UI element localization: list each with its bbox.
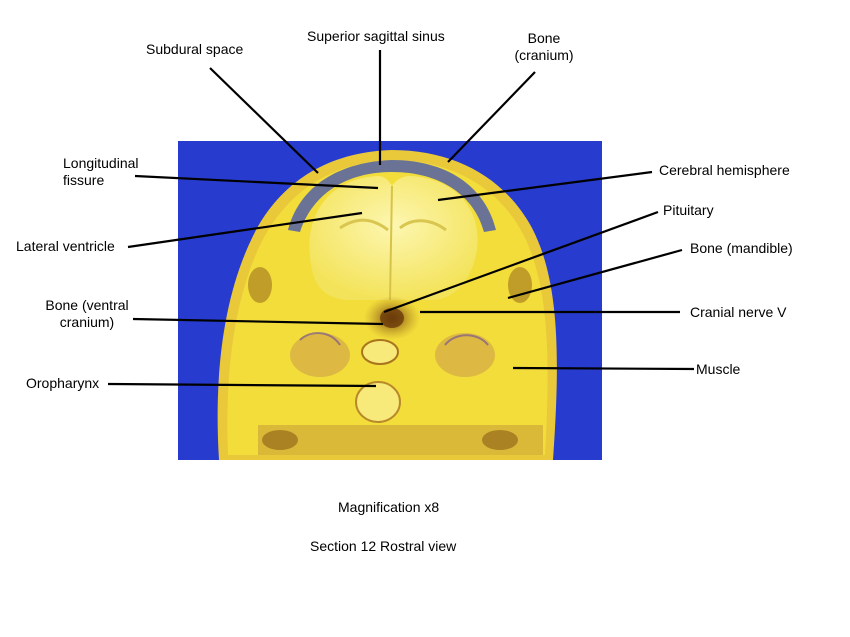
label-subdural-space: Subdural space <box>146 41 244 57</box>
leader-lateral-ventricle <box>127 211 363 249</box>
label-bone-ventral-cranium-line2: cranium) <box>59 314 115 330</box>
label-cranial-nerve-v: Cranial nerve V <box>690 304 787 320</box>
leader-cerebral-hemisphere <box>437 170 653 202</box>
label-bone-cranium-line2: (cranium) <box>514 47 574 63</box>
leader-bone-mandible <box>507 248 683 300</box>
label-longitudinal-fissure: Longitudinal fissure <box>63 155 139 189</box>
label-longitudinal-fissure-line1: Longitudinal <box>63 155 139 171</box>
caption-section: Section 12 Rostral view <box>310 538 457 554</box>
label-bone-ventral-cranium-line1: Bone (ventral <box>45 297 129 313</box>
label-bone-cranium: Bone (cranium) <box>508 30 580 64</box>
leader-longitudinal-fissure <box>134 174 379 190</box>
leader-oropharynx <box>107 382 377 388</box>
label-muscle: Muscle <box>696 361 741 377</box>
label-longitudinal-fissure-line2: fissure <box>63 172 105 188</box>
label-cerebral-hemisphere: Cerebral hemisphere <box>659 162 790 178</box>
leader-subdural-space <box>209 67 319 174</box>
label-bone-cranium-line1: Bone <box>527 30 561 46</box>
label-bone-ventral-cranium: Bone (ventral cranium) <box>32 297 142 331</box>
caption-magnification: Magnification x8 <box>338 499 440 515</box>
brain <box>309 176 478 300</box>
label-lateral-ventricle: Lateral ventricle <box>16 238 115 254</box>
leader-bone-cranium <box>447 71 536 163</box>
leader-bone-ventral-cranium <box>132 317 384 326</box>
label-superior-sagittal-sinus: Superior sagittal sinus <box>307 28 445 44</box>
label-bone-mandible: Bone (mandible) <box>690 240 793 256</box>
leader-pituitary <box>383 210 659 314</box>
cranium-bone-arc <box>288 160 496 232</box>
label-oropharynx: Oropharynx <box>26 375 100 391</box>
label-pituitary: Pituitary <box>663 202 714 218</box>
leader-muscle <box>512 366 695 371</box>
